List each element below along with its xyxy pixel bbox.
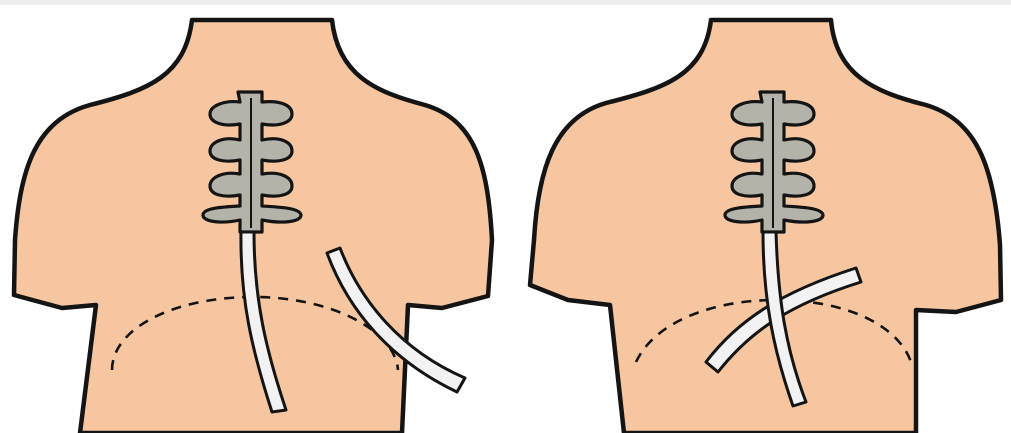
right-panel [506,0,1011,433]
left-panel [0,0,505,433]
